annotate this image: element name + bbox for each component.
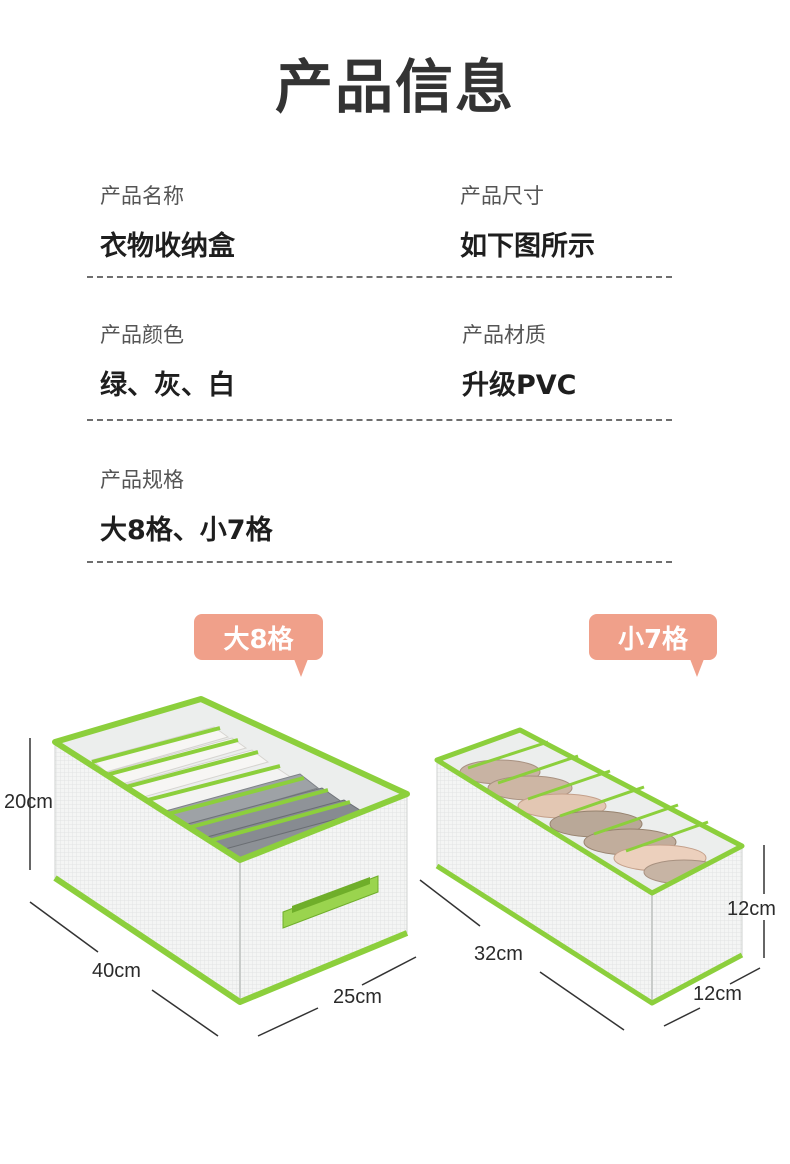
info-material: 产品材质 升级PVC: [462, 319, 577, 402]
small-box-clothes: [459, 740, 725, 885]
info-spec-label: 产品规格: [100, 468, 184, 492]
tag-large-tail: [294, 659, 308, 677]
info-name: 产品名称 衣物收纳盒: [100, 180, 235, 263]
divider-2: [87, 419, 672, 421]
info-spec-value: 大8格、小7格: [100, 515, 273, 546]
info-size-value: 如下图所示: [460, 231, 595, 262]
small-box: [434, 727, 745, 1006]
tag-large: 大8格: [194, 614, 323, 660]
info-name-value: 衣物收纳盒: [100, 231, 235, 262]
small-length-label: 32cm: [474, 943, 523, 965]
tag-small: 小7格: [589, 614, 717, 660]
info-size: 产品尺寸 如下图所示: [460, 180, 595, 263]
info-color-label: 产品颜色: [100, 323, 184, 347]
tag-small-tail: [690, 659, 704, 677]
dimension-lines: [29, 738, 765, 1037]
info-color-value: 绿、灰、白: [100, 370, 235, 401]
info-name-label: 产品名称: [100, 184, 184, 208]
info-material-label: 产品材质: [462, 323, 546, 347]
large-height-label: 20cm: [4, 791, 53, 813]
divider-3: [87, 561, 672, 563]
page-title: 产品信息: [274, 53, 515, 121]
info-material-value: 升级PVC: [462, 370, 577, 401]
large-length-label: 40cm: [92, 960, 141, 982]
large-box-handle: [282, 875, 379, 929]
divider-1: [87, 276, 672, 278]
large-width-label: 25cm: [333, 986, 382, 1008]
large-box: [52, 696, 410, 1005]
small-height-label: 12cm: [727, 898, 776, 920]
info-color: 产品颜色 绿、灰、白: [100, 319, 235, 402]
info-size-label: 产品尺寸: [460, 184, 544, 208]
small-width-label: 12cm: [693, 983, 742, 1005]
info-spec: 产品规格 大8格、小7格: [100, 464, 273, 547]
large-box-clothes: [90, 726, 382, 867]
